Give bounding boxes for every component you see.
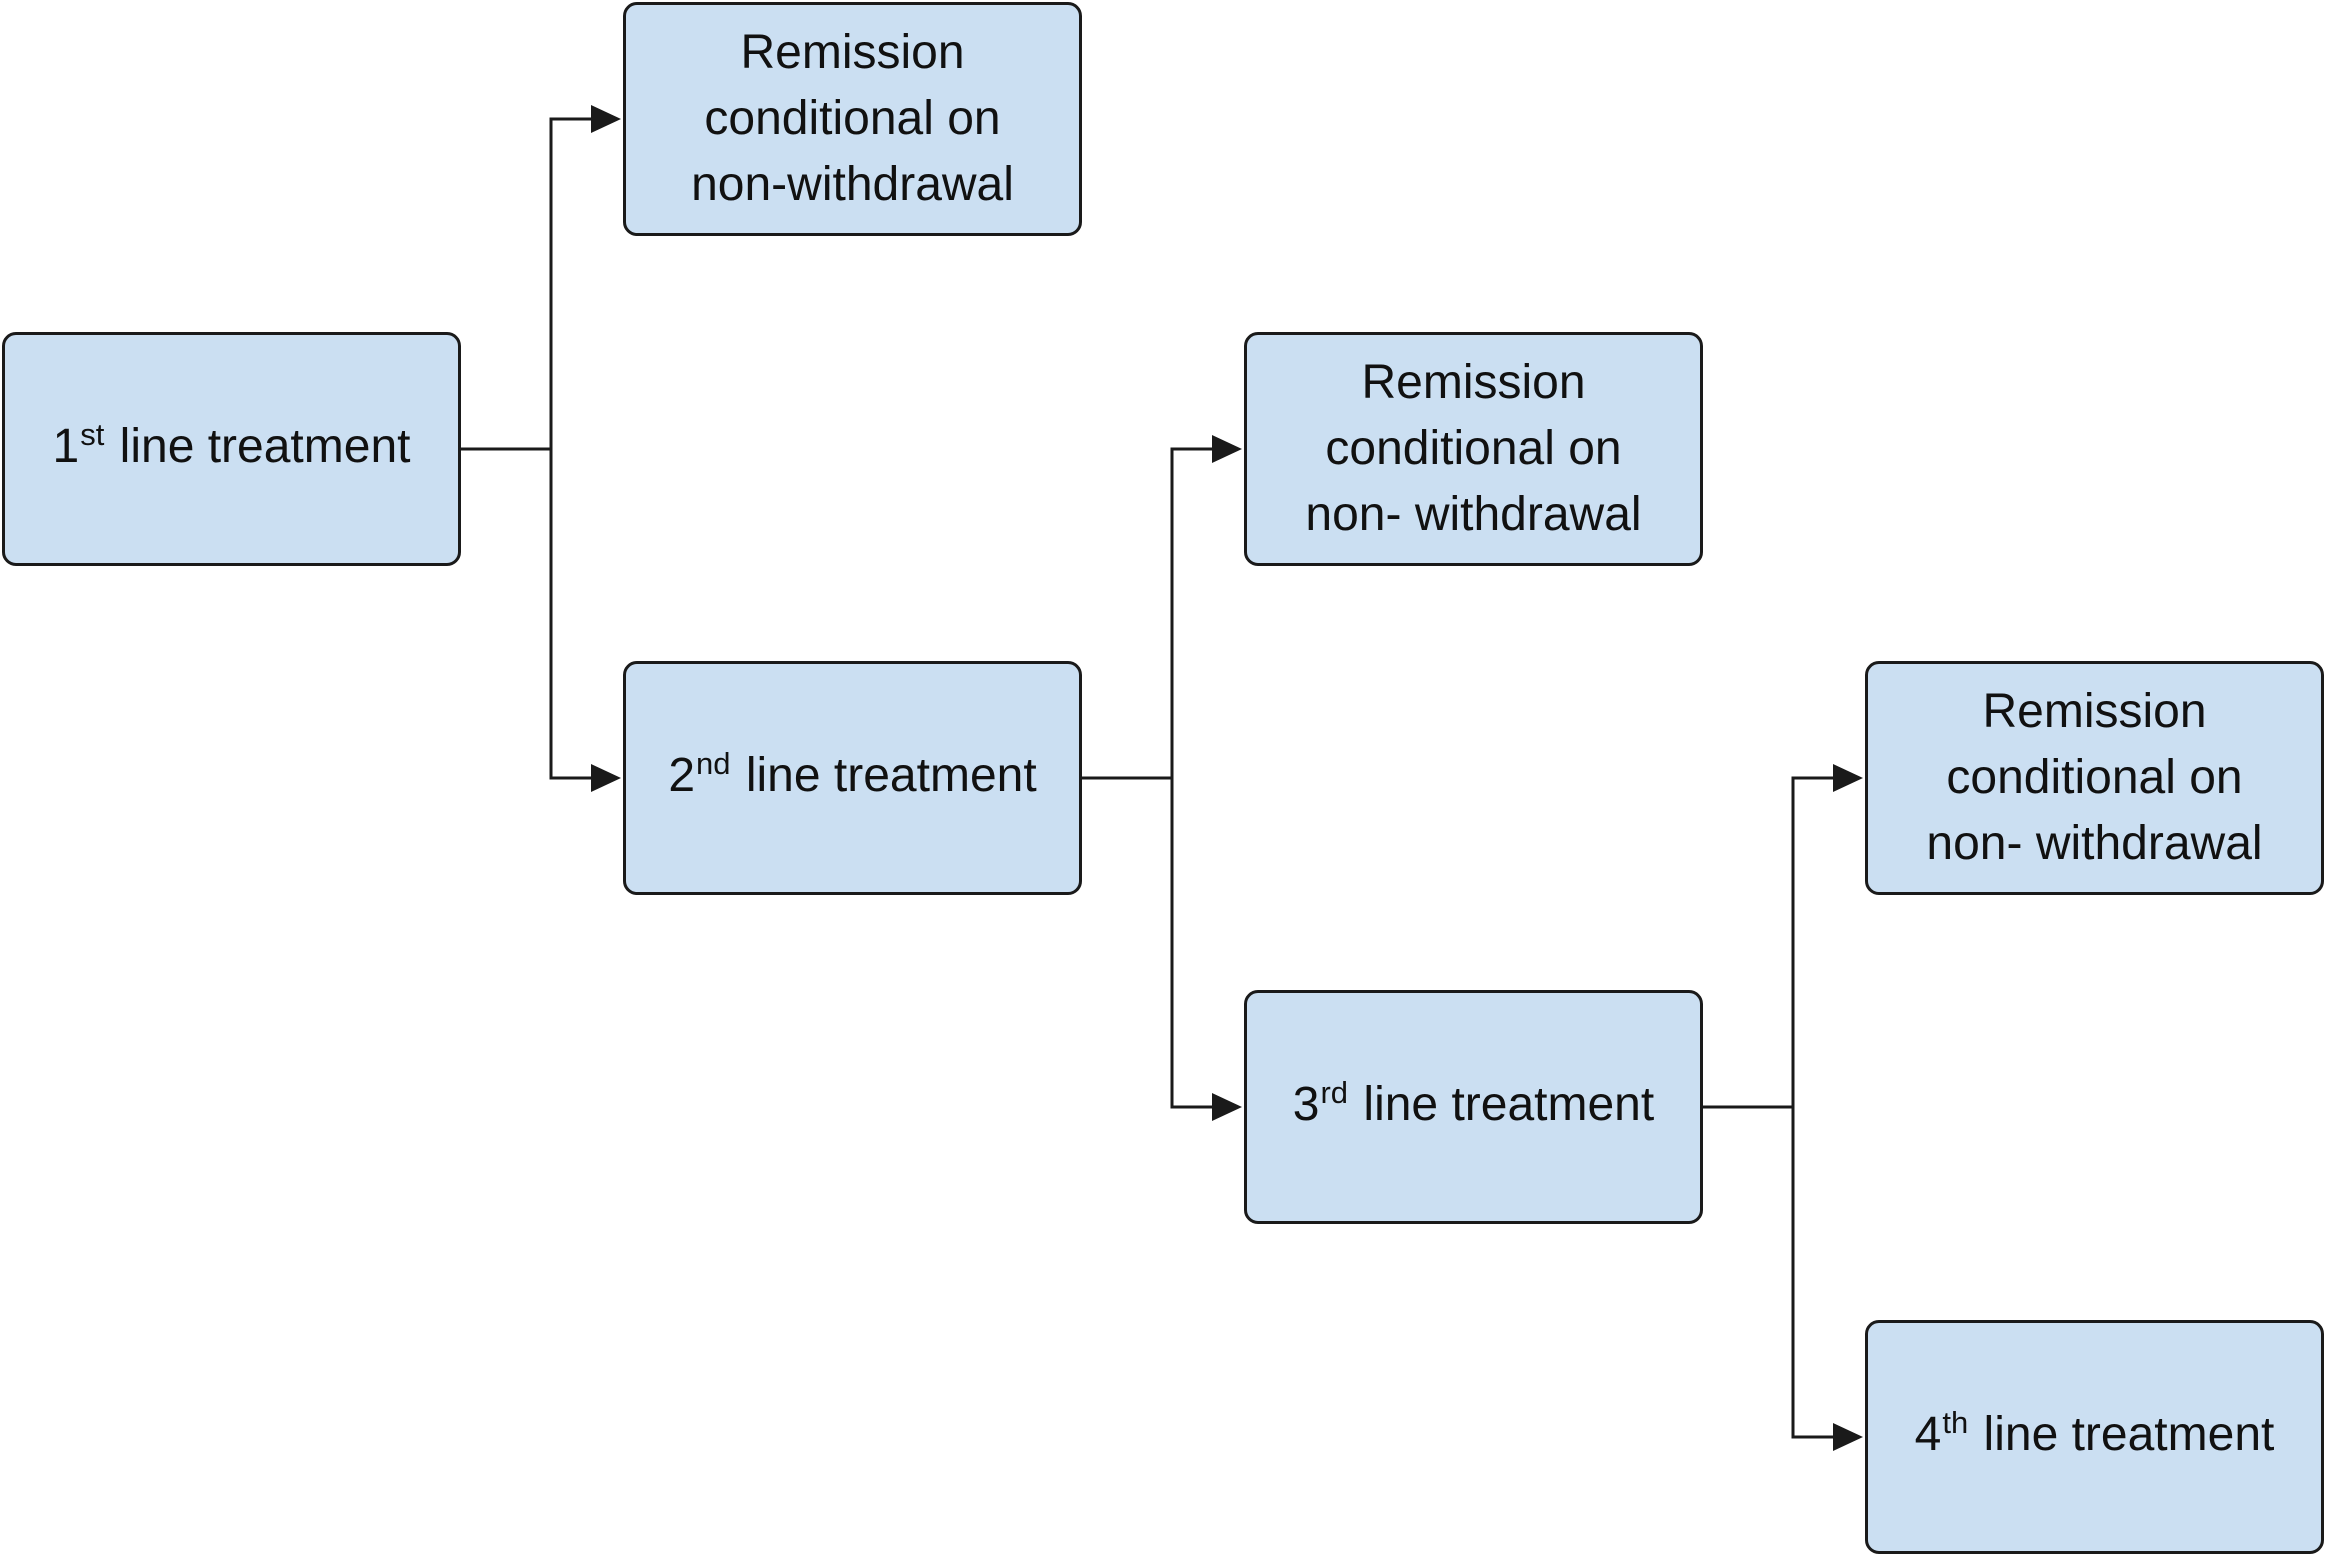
second-line-ordinal-suffix: nd — [696, 745, 731, 781]
fourth-line-treatment-box: 4th line treatment — [1865, 1320, 2324, 1554]
second-line-treatment-label: 2nd line treatment — [626, 743, 1079, 814]
first-line-number: 1 — [52, 419, 80, 473]
third-line-text: line treatment — [1350, 1077, 1655, 1131]
arrowhead-second_line — [591, 764, 621, 792]
connector-second_line-to-remission_2 — [1082, 447, 1214, 780]
arrowhead-remission_1 — [591, 105, 621, 133]
fourth-line-number: 4 — [1914, 1407, 1942, 1461]
connector-third_line-to-fourth_line — [1703, 1105, 1835, 1439]
connector-second_line-to-third_line — [1082, 776, 1214, 1109]
remission-label-1: Remission conditional on non-withdrawal — [626, 20, 1079, 218]
remission-3-line-1: Remission — [1982, 685, 2207, 738]
arrowhead-fourth_line — [1833, 1423, 1863, 1451]
fourth-line-treatment-label: 4th line treatment — [1868, 1402, 2321, 1473]
first-line-treatment-box: 1st line treatment — [2, 332, 461, 566]
remission-1-line-2: conditional on — [704, 92, 1001, 145]
first-line-text: line treatment — [106, 419, 411, 473]
third-line-ordinal-suffix: rd — [1320, 1074, 1349, 1110]
remission-3-line-2: conditional on — [1946, 751, 2243, 804]
fourth-line-text: line treatment — [1970, 1407, 2275, 1461]
remission-1-line-1: Remission — [740, 26, 965, 79]
third-line-number: 3 — [1292, 1077, 1320, 1131]
third-line-treatment-box: 3rd line treatment — [1244, 990, 1703, 1224]
connector-first_line-to-second_line — [461, 447, 593, 780]
arrowhead-remission_3 — [1833, 764, 1863, 792]
second-line-treatment-box: 2nd line treatment — [623, 661, 1082, 895]
remission-2-line-2: conditional on — [1325, 422, 1622, 475]
arrowhead-third_line — [1212, 1093, 1242, 1121]
remission-2-line-1: Remission — [1361, 356, 1586, 409]
remission-box-2: Remission conditional on non- withdrawal — [1244, 332, 1703, 566]
connector-first_line-to-remission_1 — [461, 117, 593, 451]
arrowhead-remission_2 — [1212, 435, 1242, 463]
third-line-treatment-label: 3rd line treatment — [1247, 1072, 1700, 1143]
remission-1-line-3: non-withdrawal — [691, 158, 1014, 211]
first-line-treatment-label: 1st line treatment — [5, 414, 458, 485]
fourth-line-ordinal-suffix: th — [1942, 1404, 1969, 1440]
remission-2-line-3: non- withdrawal — [1305, 488, 1642, 541]
second-line-text: line treatment — [732, 748, 1037, 802]
remission-3-line-3: non- withdrawal — [1926, 817, 2263, 870]
remission-box-3: Remission conditional on non- withdrawal — [1865, 661, 2324, 895]
first-line-ordinal-suffix: st — [80, 416, 105, 452]
connector-third_line-to-remission_3 — [1703, 776, 1835, 1109]
remission-box-1: Remission conditional on non-withdrawal — [623, 2, 1082, 236]
second-line-number: 2 — [668, 748, 696, 802]
remission-label-3: Remission conditional on non- withdrawal — [1868, 679, 2321, 877]
remission-label-2: Remission conditional on non- withdrawal — [1247, 350, 1700, 548]
